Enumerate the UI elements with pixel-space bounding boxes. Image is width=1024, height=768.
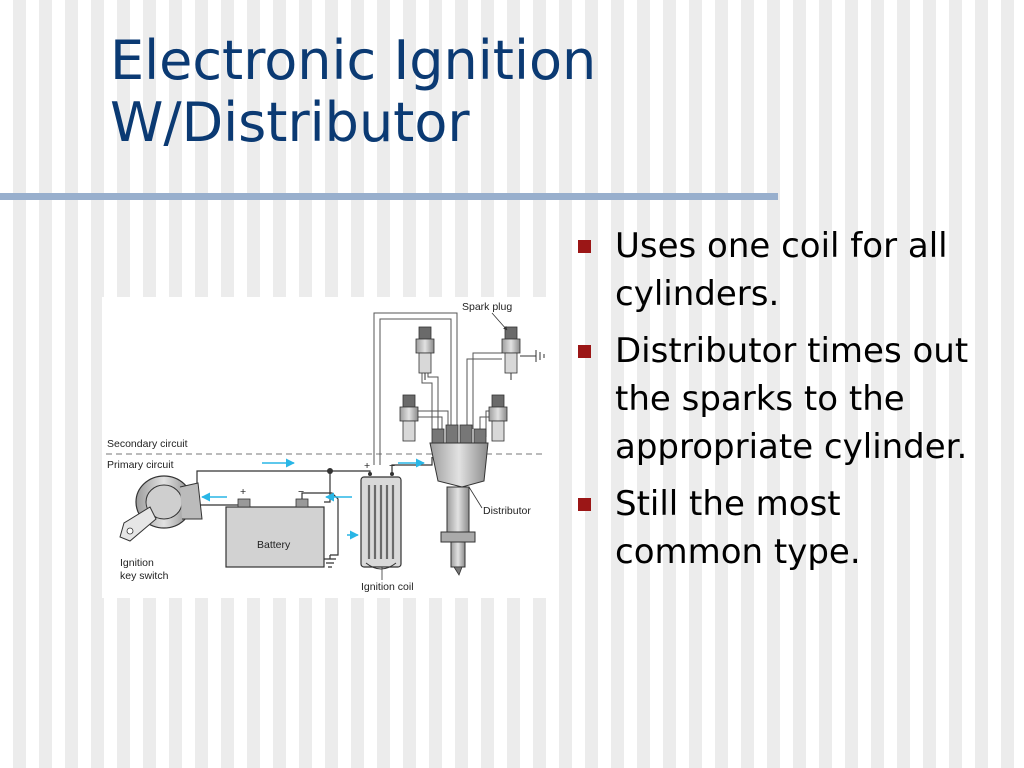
bullet-item: Still the most common type. bbox=[578, 480, 998, 576]
ignition-key-switch bbox=[119, 475, 203, 542]
bullet-item: Distributor times out the sparks to the … bbox=[578, 327, 998, 471]
ignition-diagram: Secondary circuit Primary circuit bbox=[102, 297, 549, 598]
battery-minus-sign: − bbox=[298, 486, 304, 498]
primary-wiring bbox=[192, 457, 433, 568]
slide-title-line-1: Electronic Ignition bbox=[110, 29, 597, 92]
title-divider bbox=[0, 193, 778, 200]
bullet-item: Uses one coil for all cylinders. bbox=[578, 222, 998, 318]
bullet-list: Uses one coil for all cylinders. Distrib… bbox=[578, 222, 998, 585]
label-primary-circuit: Primary circuit bbox=[107, 459, 174, 471]
battery: + − Battery bbox=[225, 486, 325, 568]
bullet-text: Uses one coil for all cylinders. bbox=[615, 226, 948, 314]
label-ignition-coil: Ignition coil bbox=[361, 581, 414, 593]
label-ignition-line-1: Ignition bbox=[120, 557, 154, 569]
bullet-text: Still the most common type. bbox=[615, 484, 861, 572]
square-bullet-icon bbox=[578, 345, 591, 358]
spark-plug-bottom-right bbox=[488, 394, 508, 442]
bullet-text: Distributor times out the sparks to the … bbox=[615, 331, 969, 467]
ignition-diagram-svg: Secondary circuit Primary circuit bbox=[106, 301, 545, 593]
ignition-coil: + − bbox=[360, 460, 402, 570]
spark-plug-pointer bbox=[491, 312, 508, 331]
spark-plug-top-right bbox=[501, 326, 545, 380]
square-bullet-icon bbox=[578, 498, 591, 511]
slide-title-line-2: W/Distributor bbox=[110, 91, 470, 154]
spark-plug-top-left bbox=[415, 326, 435, 380]
battery-plus-sign: + bbox=[240, 486, 246, 498]
distributor-pointer bbox=[468, 486, 483, 509]
coil-plus-sign: + bbox=[364, 460, 370, 472]
distributor bbox=[429, 424, 489, 576]
slide-title: Electronic Ignition W/Distributor bbox=[110, 30, 596, 154]
spark-plug-bottom-left bbox=[399, 394, 419, 442]
label-spark-plug: Spark plug bbox=[462, 301, 512, 313]
primary-junction bbox=[327, 468, 333, 474]
label-secondary-circuit: Secondary circuit bbox=[107, 438, 188, 450]
current-flow-arrows bbox=[201, 458, 425, 540]
square-bullet-icon bbox=[578, 240, 591, 253]
label-ignition-line-2: key switch bbox=[120, 570, 169, 582]
label-battery: Battery bbox=[257, 539, 291, 551]
label-distributor: Distributor bbox=[483, 505, 531, 517]
